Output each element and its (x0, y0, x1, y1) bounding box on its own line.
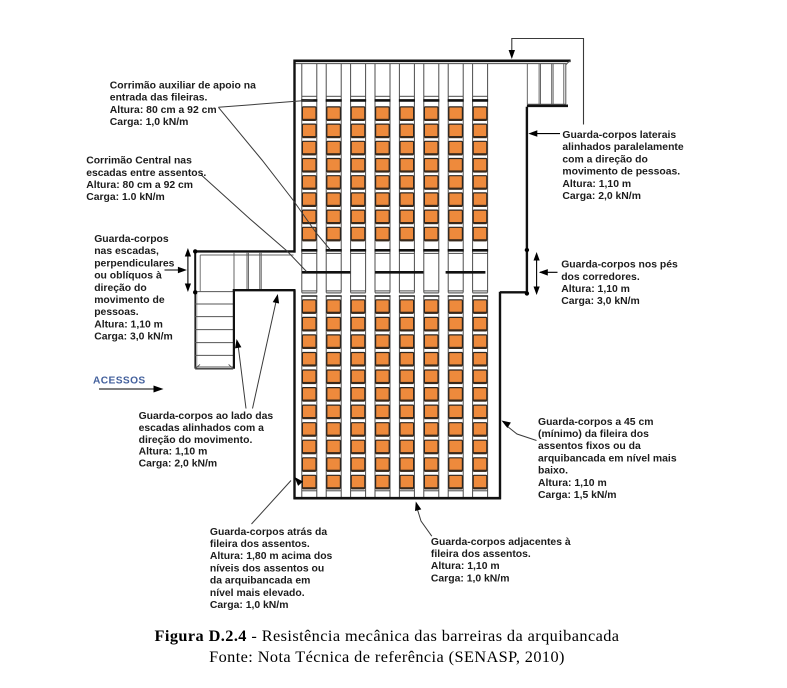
svg-text:Guarda-corpos laterais: Guarda-corpos laterais (562, 130, 676, 141)
svg-text:Guarda-corpos ao lado das: Guarda-corpos ao lado das (139, 411, 274, 422)
svg-text:(mínimo) da fileira dos: (mínimo) da fileira dos (538, 429, 649, 440)
svg-text:Altura: 80 cm a 92 cm: Altura: 80 cm a 92 cm (86, 180, 193, 191)
svg-text:assentos fixos ou da: assentos fixos ou da (538, 441, 641, 452)
svg-text:Guarda-corpos nos pés: Guarda-corpos nos pés (561, 260, 678, 271)
svg-text:Altura: 1,10 m: Altura: 1,10 m (94, 319, 163, 330)
svg-text:nas escadas,: nas escadas, (94, 246, 159, 257)
svg-text:escadas alinhados com a: escadas alinhados com a (139, 423, 265, 434)
svg-text:Carga: 3,0 kN/m: Carga: 3,0 kN/m (561, 296, 640, 307)
svg-text:Fonte: Nota Técnica de referên: Fonte: Nota Técnica de referência (SENAS… (209, 647, 565, 666)
svg-text:Carga: 1,0 kN/m: Carga: 1,0 kN/m (431, 573, 510, 584)
svg-text:Carga: 1.0 kN/m: Carga: 1.0 kN/m (86, 192, 165, 203)
svg-text:Altura: 1,10 m: Altura: 1,10 m (139, 447, 208, 458)
svg-text:Altura: 1,10 m: Altura: 1,10 m (561, 284, 630, 295)
svg-text:Carga: 2,0 kN/m: Carga: 2,0 kN/m (562, 191, 641, 202)
svg-text:Guarda-corpos a 45 cm: Guarda-corpos a 45 cm (538, 417, 654, 428)
svg-text:ou oblíquos à: ou oblíquos à (94, 271, 162, 282)
svg-text:Altura: 80 cm a 92 cm: Altura: 80 cm a 92 cm (110, 105, 217, 116)
svg-text:da arquibancada em: da arquibancada em (210, 576, 310, 587)
svg-text:Carga: 1,5 kN/m: Carga: 1,5 kN/m (538, 490, 617, 501)
svg-text:Altura: 1,80 m acima dos: Altura: 1,80 m acima dos (210, 551, 333, 562)
svg-text:alinhados paralelamente: alinhados paralelamente (562, 142, 683, 153)
svg-text:fileira dos assentos.: fileira dos assentos. (210, 539, 310, 550)
svg-text:pessoas.: pessoas. (94, 307, 139, 318)
svg-text:Guarda-corpos: Guarda-corpos (94, 234, 169, 245)
svg-text:com a direção do: com a direção do (562, 154, 647, 165)
svg-text:ACESSOS: ACESSOS (93, 376, 146, 387)
svg-text:níveis dos assentos ou: níveis dos assentos ou (210, 563, 324, 574)
svg-text:direção do movimento.: direção do movimento. (139, 435, 253, 446)
svg-text:baixo.: baixo. (538, 466, 568, 477)
svg-text:escadas entre assentos.: escadas entre assentos. (86, 168, 206, 179)
svg-text:Guarda-corpos adjacentes à: Guarda-corpos adjacentes à (431, 537, 571, 548)
svg-text:direção do: direção do (94, 283, 147, 294)
svg-text:Carga: 3,0 kN/m: Carga: 3,0 kN/m (94, 332, 173, 343)
svg-text:Figura D.2.4 - Resistência mec: Figura D.2.4 - Resistência mecânica das … (155, 626, 620, 645)
svg-text:dos corredores.: dos corredores. (561, 272, 640, 283)
svg-text:nível mais elevado.: nível mais elevado. (210, 588, 305, 599)
svg-text:movimento de: movimento de (94, 295, 165, 306)
svg-text:Corrimão auxiliar de apoio na: Corrimão auxiliar de apoio na (110, 80, 256, 91)
svg-text:movimento de pessoas.: movimento de pessoas. (562, 167, 680, 178)
svg-text:arquibancada em nível mais: arquibancada em nível mais (538, 453, 677, 464)
svg-text:Altura: 1,10 m: Altura: 1,10 m (538, 478, 607, 489)
svg-text:Carga: 1,0 kN/m: Carga: 1,0 kN/m (210, 600, 289, 611)
svg-text:Carga: 1,0 kN/m: Carga: 1,0 kN/m (110, 117, 189, 128)
svg-text:Corrimão Central nas: Corrimão Central nas (86, 156, 192, 167)
svg-text:entrada das fileiras.: entrada das fileiras. (110, 93, 208, 104)
svg-text:fileira dos assentos.: fileira dos assentos. (431, 549, 531, 560)
svg-text:Carga: 2,0 kN/m: Carga: 2,0 kN/m (139, 459, 218, 470)
svg-text:Altura: 1,10 m: Altura: 1,10 m (562, 179, 631, 190)
svg-text:Altura: 1,10 m: Altura: 1,10 m (431, 561, 500, 572)
svg-text:Guarda-corpos atrás da: Guarda-corpos atrás da (210, 527, 327, 538)
svg-text:perpendiculares: perpendiculares (94, 258, 174, 269)
